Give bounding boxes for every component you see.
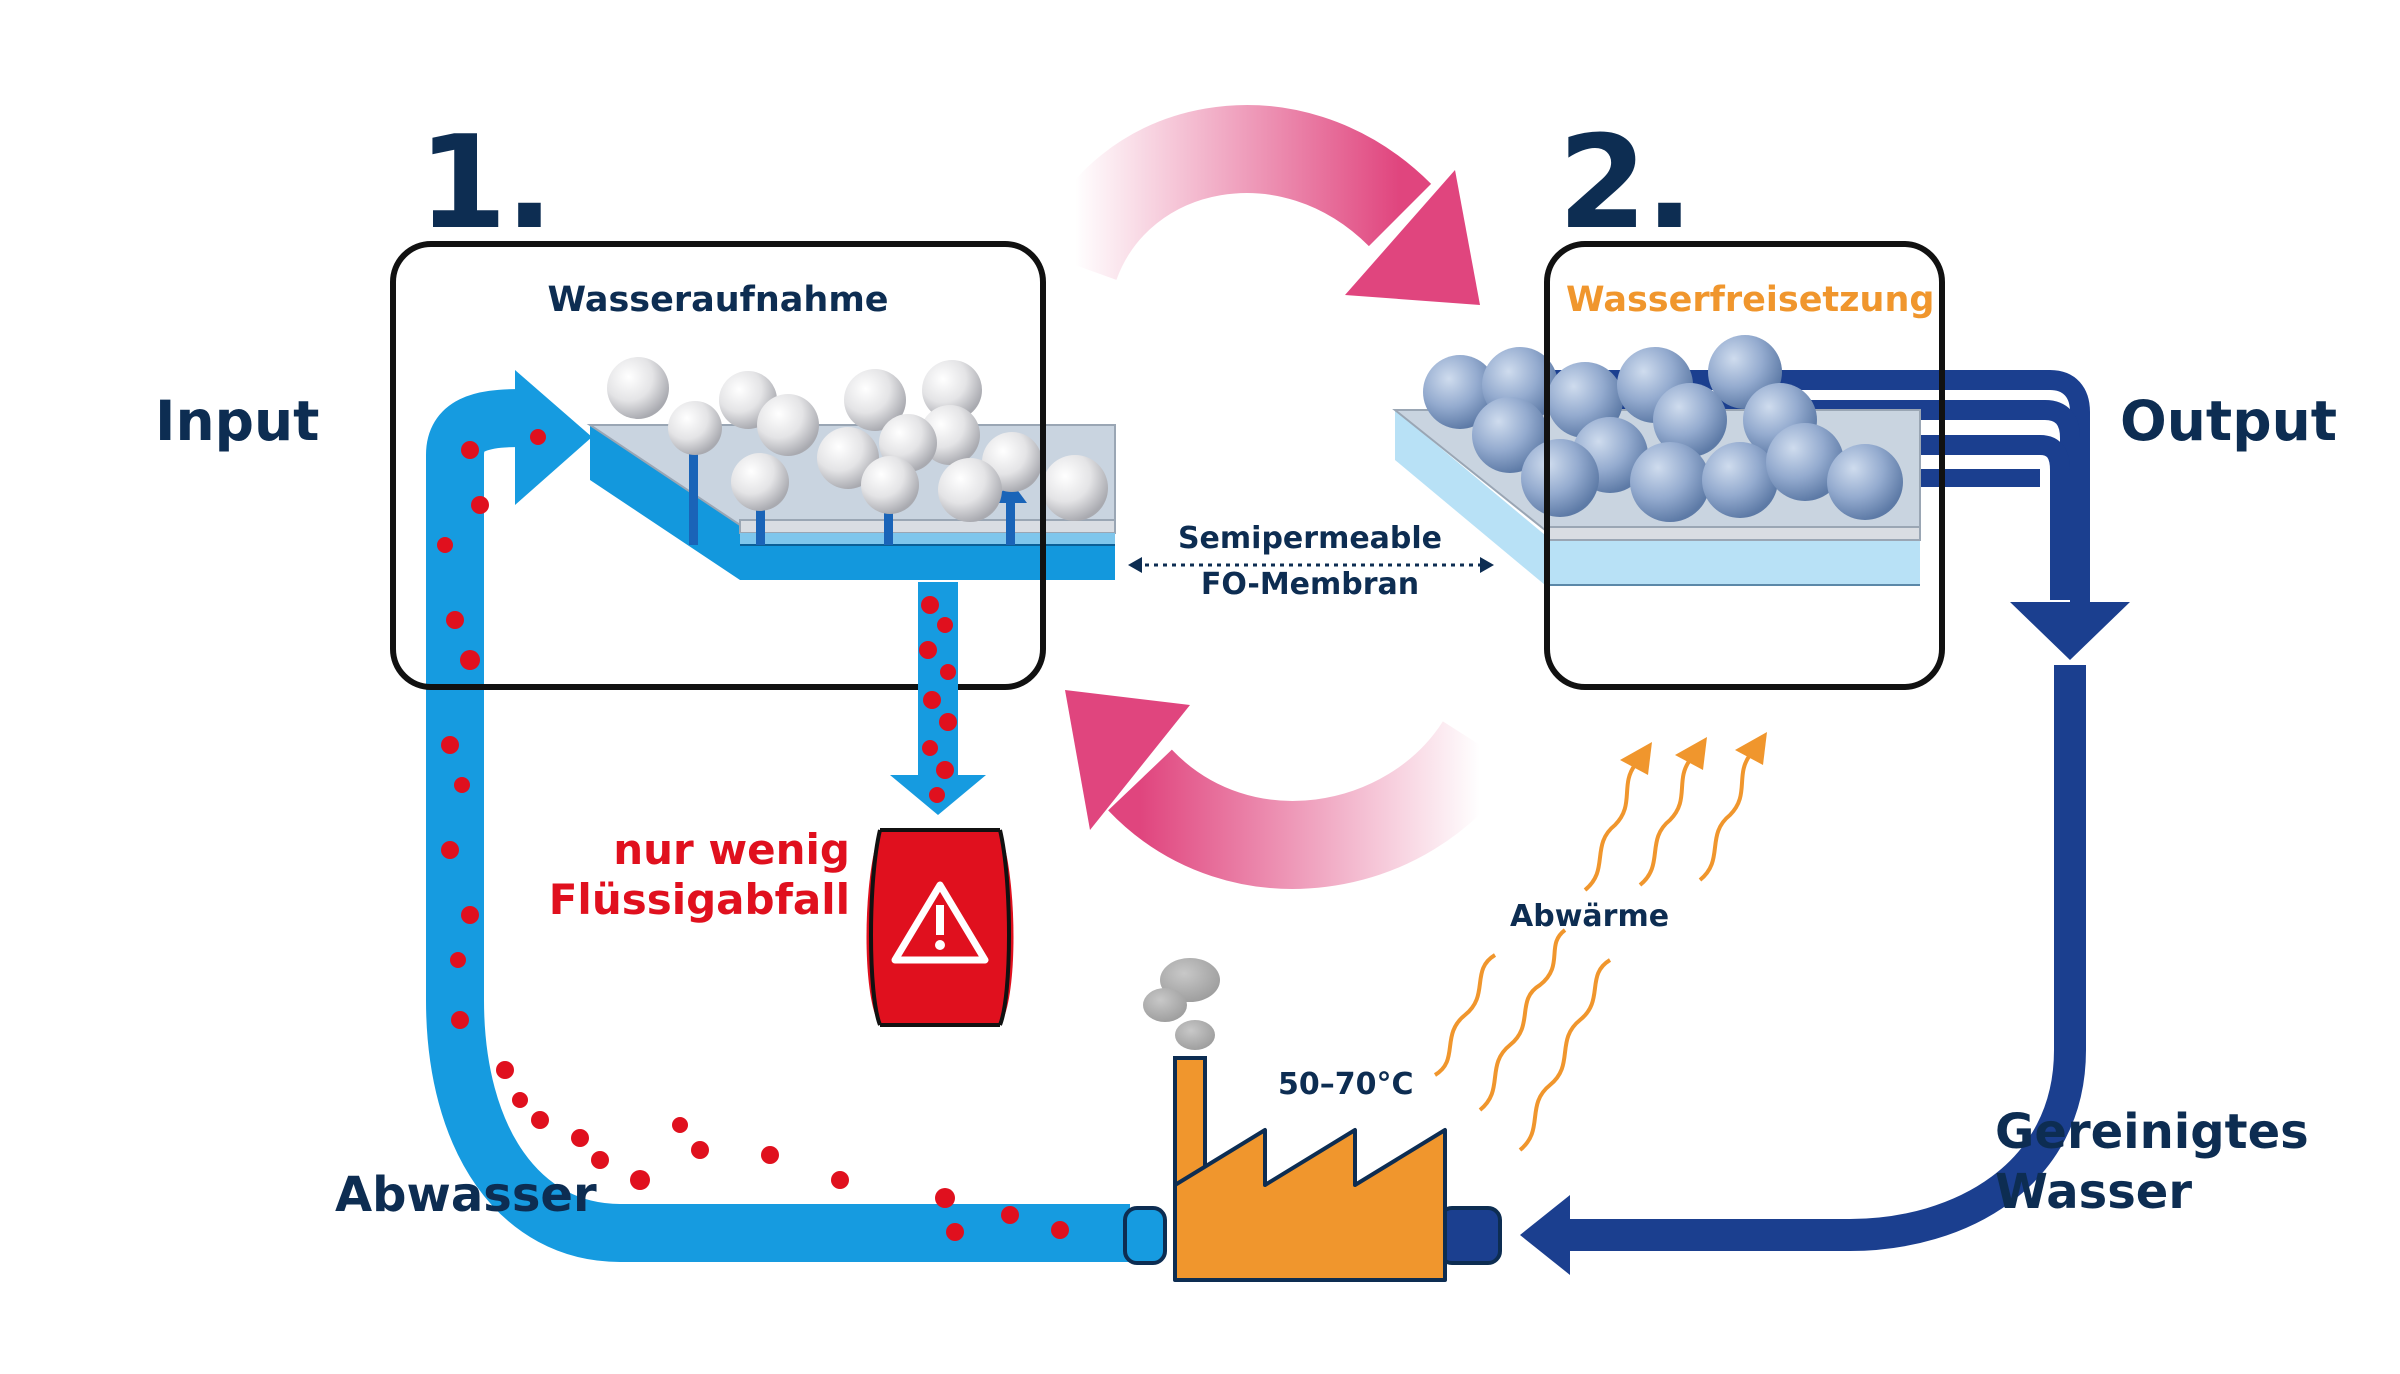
waste-heat-arrowheads	[1620, 732, 1767, 775]
step-2-number: 2.	[1558, 109, 1694, 258]
input-label: Input	[155, 389, 320, 453]
membrane-pointer	[1128, 557, 1494, 573]
box-step-2	[1544, 241, 1945, 690]
waste-stream	[890, 582, 986, 815]
diluted-solute-particles	[1423, 335, 1903, 522]
abwasser-label: Abwasser	[335, 1167, 597, 1223]
return-arrowhead	[1520, 1195, 1570, 1275]
output-label: Output	[2120, 389, 2338, 453]
step-2-title: Wasserfreisetzung	[1566, 280, 1935, 320]
abwaerme-label: Abwärme	[1510, 899, 1670, 934]
factory-icon	[1123, 1056, 1502, 1282]
clean-water-label-line1: Gereinigtes	[1995, 1104, 2309, 1160]
membrane-label-line1: Semipermeable	[1177, 521, 1443, 556]
output-arrowhead	[2010, 602, 2130, 660]
step-1-title: Wasseraufnahme	[547, 280, 889, 320]
cycle-arrow-bottom	[1065, 690, 1518, 889]
clean-water-label-line2: Wasser	[1995, 1164, 2192, 1220]
step-1-number: 1.	[418, 109, 554, 258]
input-arrowhead	[515, 370, 592, 505]
box-step-1	[390, 241, 1046, 690]
cycle-arrow-top	[1033, 105, 1480, 305]
wastewater-dots	[437, 429, 1069, 1241]
temperature-label: 50–70°C	[1278, 1067, 1414, 1102]
warning-icon	[891, 881, 989, 964]
waste-label-line1: nur wenig	[613, 825, 850, 874]
draw-solute-particles	[607, 357, 1108, 522]
smoke-icon	[1143, 958, 1220, 1050]
waste-label-line2: Flüssigabfall	[548, 875, 850, 924]
wastewater-pipe	[426, 370, 1130, 1262]
waste-heat-waves	[1433, 753, 1752, 1152]
membrane-label-line2: FO-Membran	[1200, 567, 1420, 602]
